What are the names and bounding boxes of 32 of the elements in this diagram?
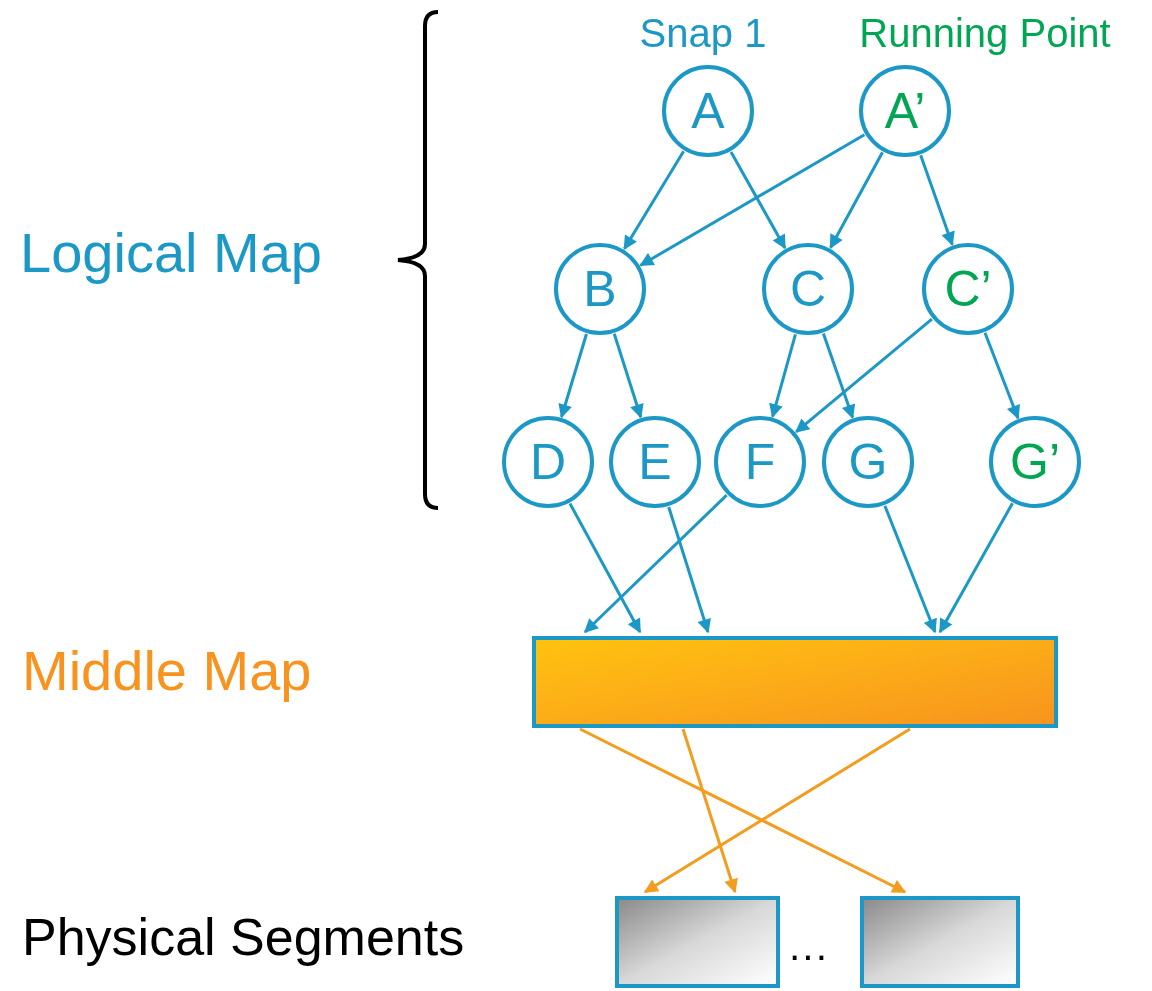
arrow (583, 494, 728, 634)
node-label: C’ (944, 264, 992, 314)
arrow (795, 317, 933, 434)
arrow (568, 502, 642, 634)
node-label: G’ (1010, 437, 1060, 487)
segment-box (860, 896, 1020, 988)
arrow (643, 727, 911, 894)
node-label: G (848, 437, 888, 487)
node-label: F (744, 437, 776, 487)
section-label: Middle Map (22, 638, 312, 704)
ellipsis: ··· (788, 932, 828, 979)
arrow (623, 150, 685, 250)
arrow (769, 333, 797, 419)
node-label: C (789, 264, 827, 314)
node-label: E (638, 437, 672, 487)
node-label: A’ (884, 86, 926, 136)
arrow (558, 333, 588, 419)
node-caption: Running Point (859, 10, 1111, 57)
section-label: Logical Map (20, 220, 322, 286)
node-label: B (583, 264, 617, 314)
arrow (612, 333, 644, 419)
middle-map-bar (532, 636, 1058, 728)
arrow (938, 502, 1014, 634)
arrow (681, 728, 738, 894)
node-label: A (691, 86, 725, 136)
node-caption: Snap 1 (639, 10, 767, 57)
node-label: D (529, 437, 567, 487)
section-label: Physical Segments (22, 907, 465, 968)
arrow (667, 506, 711, 634)
arrow (639, 133, 866, 267)
segment-box (615, 896, 780, 988)
arrow (579, 727, 907, 894)
